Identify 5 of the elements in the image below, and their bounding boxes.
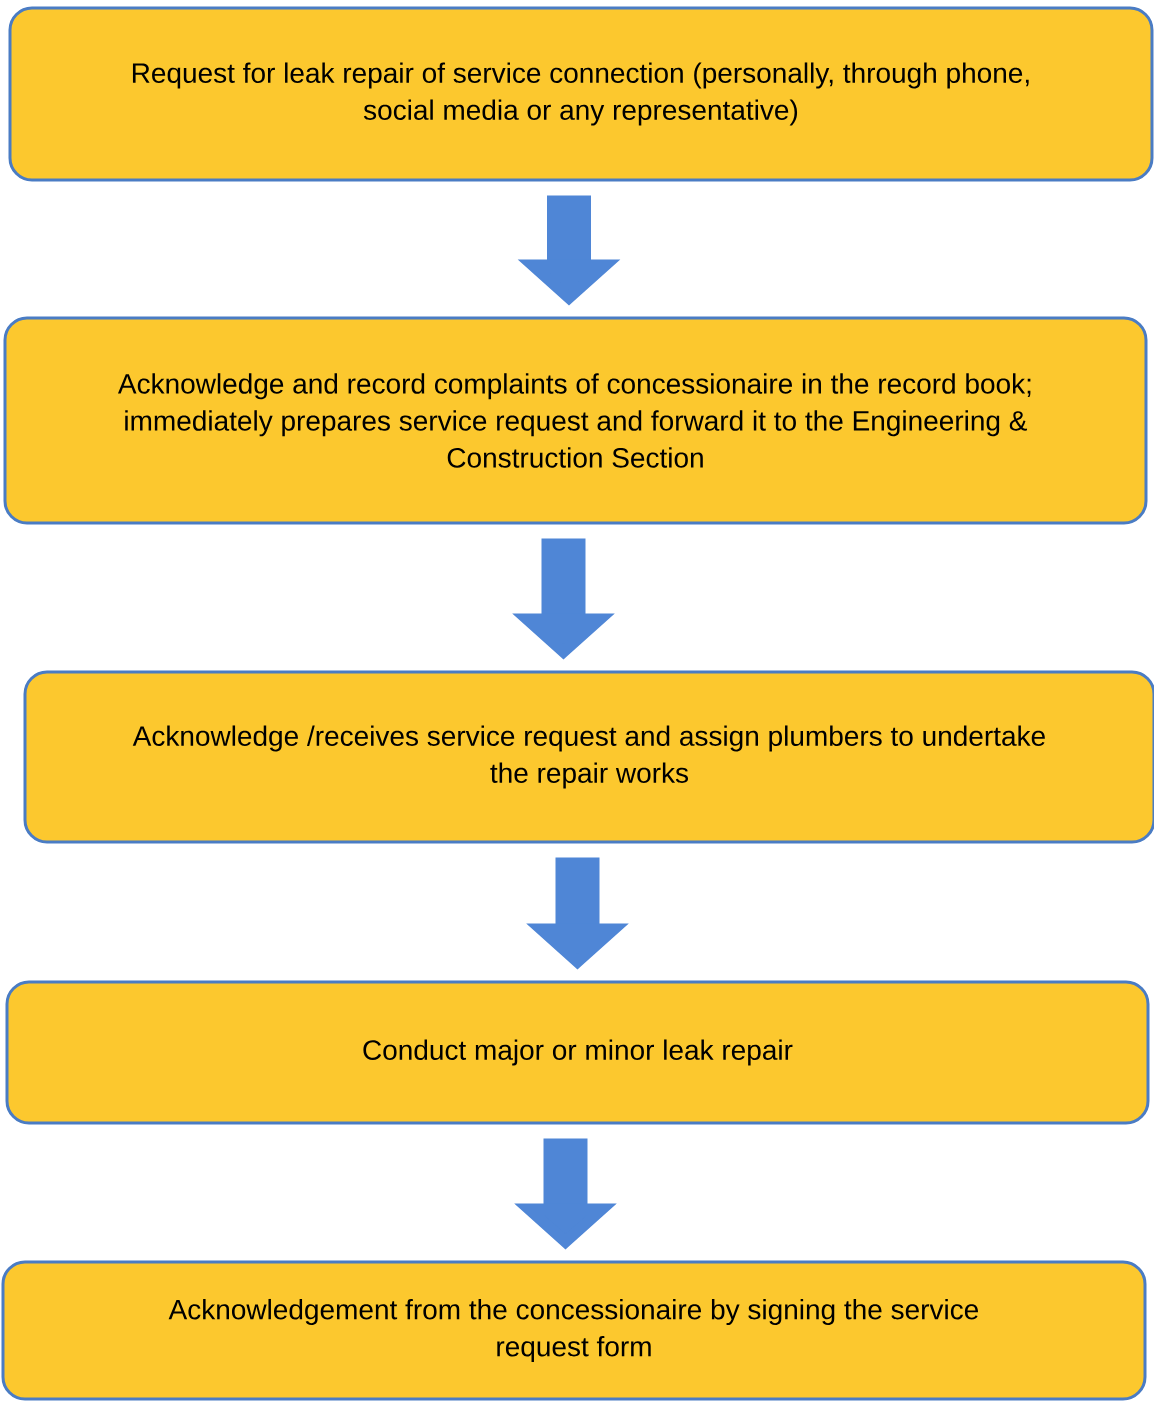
- process-box: Acknowledge and record complaints of concessionaire in the record book; immediately prepares service request and forward it to the Engineering & Construction Section: [3, 316, 1148, 525]
- process-box: Conduct major or minor leak repair: [5, 980, 1150, 1125]
- process-box: Acknowledge /receives service request and assign plumbers to undertake the repair works: [23, 670, 1154, 844]
- process-box: Acknowledgement from the concessionaire by signing the service request form: [1, 1260, 1147, 1401]
- process-box: Request for leak repair of service connection (personally, through phone, social media or any representative): [8, 6, 1154, 182]
